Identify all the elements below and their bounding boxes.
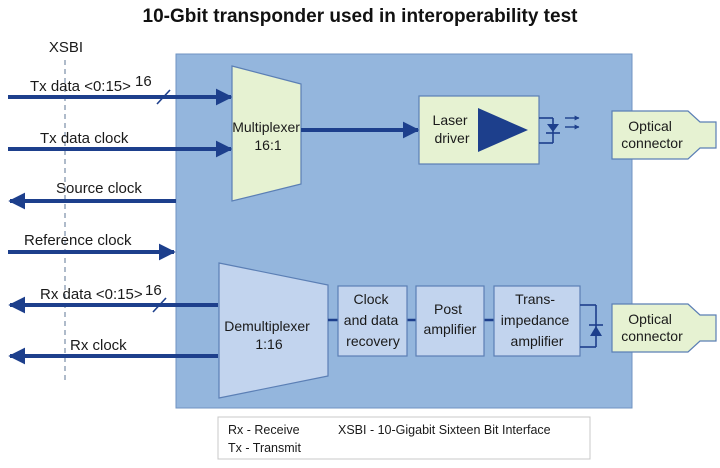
xsbi-label: XSBI [49, 39, 83, 56]
clock-data-recovery-block [337, 285, 408, 357]
rx-data-bus-slash [152, 297, 167, 313]
tx-clock-label: Tx data clock [40, 130, 129, 147]
legend-tx: Tx - Transmit [228, 441, 301, 455]
optical-connector-tx [611, 110, 717, 160]
rx-data-label: Rx data <0:15> [40, 286, 143, 303]
demultiplexer-block [218, 262, 329, 399]
transimpedance-amplifier-block [493, 285, 581, 357]
tx-data-width-label: 16 [135, 73, 152, 90]
tx-data-label: Tx data <0:15> [30, 78, 131, 95]
post-amplifier-block [415, 285, 485, 357]
signal-lines [8, 88, 233, 365]
multiplexer-label: Multiplexer 16:1 [232, 119, 304, 153]
diagram-title: 10-Gbit transponder used in interoperabi… [143, 6, 579, 27]
post-amplifier-label: Post amplifier [424, 301, 477, 337]
photodiode-icon [580, 304, 603, 348]
laser-diode-icon [539, 115, 580, 144]
rx-data-width-label: 16 [145, 282, 162, 299]
transimpedance-amplifier-label: Trans- impedance amplifier [501, 291, 573, 349]
clock-data-recovery-label: Clock and data recovery [344, 291, 402, 349]
legend-xsbi: XSBI - 10-Gigabit Sixteen Bit Interface [338, 423, 551, 437]
optical-connector-rx [611, 303, 717, 353]
optical-connector-tx-label: Optical connector [621, 118, 683, 151]
rx-clock-label: Rx clock [70, 337, 127, 354]
optical-connector-rx-label: Optical connector [621, 311, 683, 344]
reference-clock-label: Reference clock [24, 232, 132, 249]
amplifier-triangle-icon [478, 108, 528, 152]
legend-rx: Rx - Receive [228, 423, 300, 437]
source-clock-label: Source clock [56, 180, 142, 197]
demultiplexer-label: Demultiplexer 1:16 [224, 318, 313, 352]
laser-driver-label: Laser driver [433, 112, 472, 146]
legend-box [217, 416, 591, 460]
multiplexer-block [231, 65, 302, 202]
tx-data-bus-slash [156, 89, 171, 105]
